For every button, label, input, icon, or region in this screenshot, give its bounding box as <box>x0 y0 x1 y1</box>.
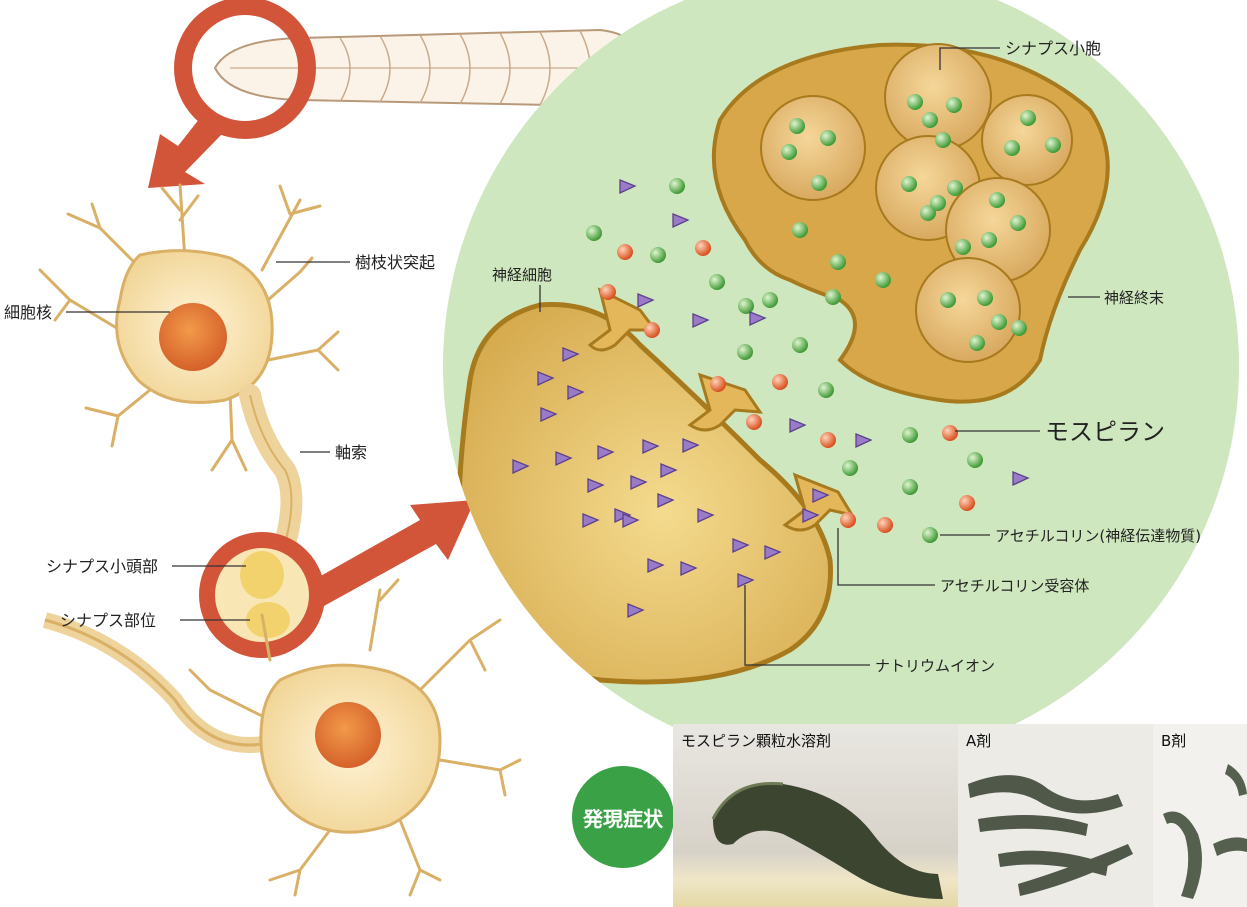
molecule <box>825 289 841 305</box>
molecule <box>875 272 891 288</box>
molecule <box>830 254 846 270</box>
molecule <box>644 322 660 338</box>
molecule <box>959 495 975 511</box>
molecule <box>942 425 958 441</box>
molecule <box>1045 137 1061 153</box>
molecule <box>922 112 938 128</box>
molecule <box>792 222 808 238</box>
molecule <box>650 247 666 263</box>
label-ach-receptor: アセチルコリン受容体 <box>940 577 1089 595</box>
molecule <box>818 382 834 398</box>
label-sodium-ion: ナトリウムイオン <box>875 657 995 675</box>
larva-photo-3 <box>1153 724 1247 907</box>
label-axon: 軸索 <box>335 443 367 462</box>
molecule <box>967 452 983 468</box>
molecule <box>695 240 711 256</box>
molecule <box>940 292 956 308</box>
molecule <box>820 432 836 448</box>
molecule <box>877 517 893 533</box>
molecule <box>922 527 938 543</box>
photo-b: B剤 <box>1153 724 1247 907</box>
molecule <box>746 414 762 430</box>
symptoms-badge: 発現症状 <box>572 766 674 868</box>
molecule <box>991 314 1007 330</box>
label-acetylcholine: アセチルコリン(神経伝達物質) <box>995 527 1201 545</box>
molecule <box>617 244 633 260</box>
molecule <box>1020 110 1036 126</box>
molecule <box>989 192 1005 208</box>
molecule <box>772 374 788 390</box>
molecule <box>901 176 917 192</box>
label-synaptic-knob: シナプス小頭部 <box>46 557 158 576</box>
photo-caption-b: B剤 <box>1161 730 1186 751</box>
photo-caption-a: A剤 <box>966 730 991 751</box>
molecule <box>811 175 827 191</box>
label-nucleus: 細胞核 <box>4 303 52 322</box>
molecule <box>902 479 918 495</box>
molecule <box>820 130 836 146</box>
molecule <box>977 290 993 306</box>
molecule <box>907 94 923 110</box>
label-synaptic-vesicle: シナプス小胞 <box>1005 39 1101 58</box>
molecule <box>586 225 602 241</box>
molecule <box>600 284 616 300</box>
lower-nucleus <box>315 702 381 768</box>
molecule <box>710 376 726 392</box>
molecule <box>669 178 685 194</box>
molecule <box>935 132 951 148</box>
molecule <box>738 298 754 314</box>
molecule <box>947 180 963 196</box>
synapse-magnifier <box>207 540 317 650</box>
photo-caption-mospilan: モスピラン顆粒水溶剤 <box>681 730 831 751</box>
molecule <box>930 195 946 211</box>
photo-a: A剤 <box>958 724 1153 907</box>
larva-photo-1 <box>673 724 958 907</box>
symptoms-badge-text: 発現症状 <box>583 803 663 832</box>
label-nerve-terminal: 神経終末 <box>1104 289 1164 307</box>
molecule <box>781 144 797 160</box>
molecule <box>842 460 858 476</box>
molecule <box>1010 215 1026 231</box>
molecule <box>902 427 918 443</box>
upper-nucleus <box>159 303 227 371</box>
molecule <box>946 97 962 113</box>
zoom-arrow-icon <box>310 500 475 606</box>
label-nerve-cell: 神経細胞 <box>492 266 552 284</box>
label-mospilan: モスピラン <box>1045 418 1165 446</box>
molecule <box>1004 140 1020 156</box>
label-synapse-site: シナプス部位 <box>60 611 156 630</box>
molecule <box>981 232 997 248</box>
molecule <box>762 292 778 308</box>
molecule <box>792 337 808 353</box>
molecule <box>840 512 856 528</box>
molecule <box>1011 320 1027 336</box>
arrow-icon <box>148 118 222 188</box>
photo-mospilan: モスピラン顆粒水溶剤 <box>673 724 958 907</box>
label-dendrite: 樹枝状突起 <box>355 253 435 272</box>
molecule <box>737 344 753 360</box>
molecule <box>789 118 805 134</box>
molecule <box>709 274 725 290</box>
larva-photo-2 <box>958 724 1153 907</box>
molecule <box>955 239 971 255</box>
molecule <box>969 335 985 351</box>
